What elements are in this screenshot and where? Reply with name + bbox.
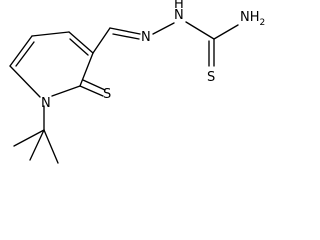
- bond-n1-c6: [9, 65, 41, 98]
- pyridinethione-ring: [9, 31, 94, 98]
- hydrazone-chain: [92, 21, 239, 67]
- chemical-structure-diagram: N S N N H NH2 S: [9, 0, 265, 164]
- imine-nitrogen-label: N: [141, 30, 151, 45]
- bond-c6-c5-double-inner: [15, 41, 35, 67]
- bond-c6-c5: [9, 35, 33, 67]
- bond-cquat-methyl-left: [13, 129, 45, 147]
- bond-c-nh2: [213, 24, 239, 40]
- bond-ch-n-double-inner: [112, 33, 140, 40]
- bond-cquat-methyl-top: [29, 129, 45, 161]
- thioamide-nh-text: NH: [240, 10, 260, 25]
- bond-c4-c3-double-inner: [69, 38, 89, 56]
- bond-c2-s-double-inner: [82, 79, 106, 91]
- bond-n-nh: [152, 22, 175, 35]
- tert-butyl-group: [13, 105, 59, 164]
- bond-c2-n1: [51, 85, 81, 97]
- bond-cquat-methyl-right: [43, 129, 59, 164]
- thioamide-sulfur-label: S: [207, 70, 215, 85]
- thioamide-nitrogen-label: NH2: [240, 10, 265, 28]
- bond-ch-n-double: [109, 27, 141, 35]
- bond-c3-ch: [92, 27, 111, 54]
- hydrazide-nitrogen-label: N: [174, 8, 184, 23]
- ring-nitrogen-label: N: [41, 96, 51, 111]
- thione-sulfur-label: S: [103, 87, 111, 102]
- bond-c4-c3-double: [68, 31, 94, 54]
- bond-nh-c: [185, 21, 215, 40]
- thione-group: [79, 79, 106, 97]
- bond-c2-s-double: [79, 85, 104, 97]
- bond-c3-c2: [79, 52, 94, 87]
- bond-c5-c4: [31, 31, 70, 37]
- thioamide-subscript-text: 2: [260, 18, 266, 28]
- hydrazide-hydrogen-label: H: [174, 0, 184, 12]
